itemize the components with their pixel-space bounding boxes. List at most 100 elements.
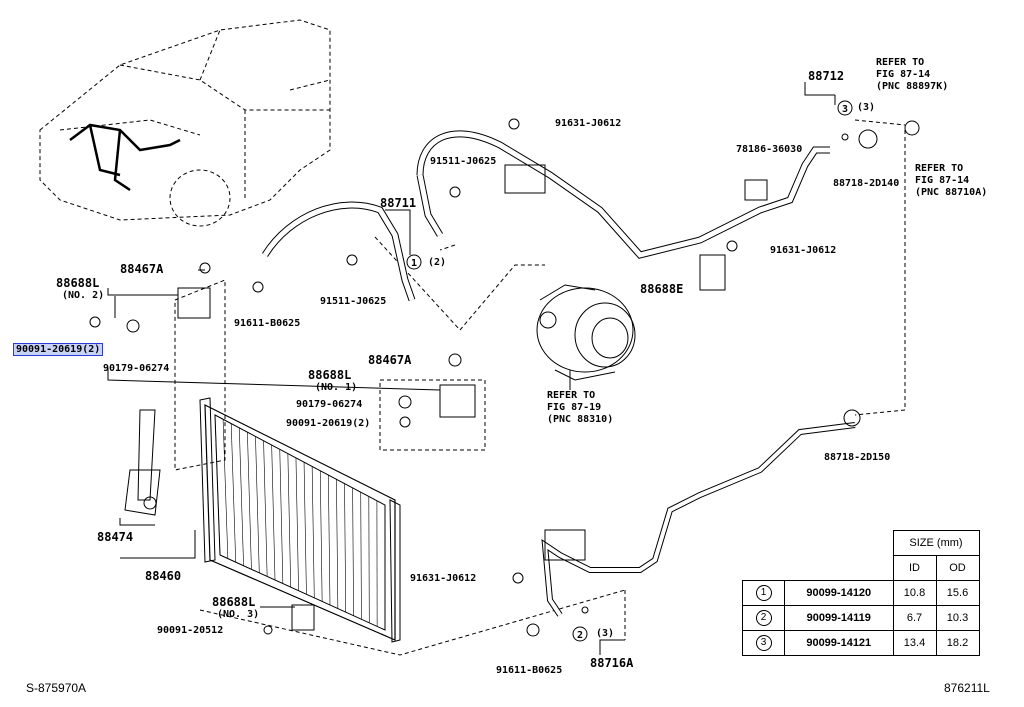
size-header: SIZE (mm) — [892, 530, 980, 556]
row-part: 90099-14120 — [784, 580, 894, 606]
footer-right-code: 876211L — [944, 681, 990, 695]
label-90091-20619-b: 90091-20619(2) — [286, 418, 371, 429]
condenser-fin — [263, 440, 268, 577]
label-refer-b2: FIG 87-14 — [915, 175, 970, 186]
label-no2: (NO. 2) — [62, 290, 105, 301]
bracket-no2 — [177, 287, 211, 319]
row-id: 6.7 — [892, 605, 937, 631]
condenser-fin — [214, 414, 221, 556]
condenser-fin — [328, 474, 331, 606]
row-od: 15.6 — [935, 580, 980, 606]
callout-2-bot — [572, 626, 588, 642]
label-90179-06274-a: 90179-06274 — [103, 363, 170, 374]
bracket-lower — [544, 529, 586, 561]
label-88688e: 88688E — [640, 282, 684, 296]
condenser-fin — [255, 436, 260, 573]
condenser-fin — [247, 432, 252, 570]
label-refer-c1: REFER TO — [547, 390, 596, 401]
label-88716a: 88716A — [590, 656, 634, 670]
bolts — [89, 118, 920, 637]
condenser-fin — [319, 470, 323, 602]
condenser-fin — [303, 462, 307, 595]
label-88712: 88712 — [808, 69, 845, 83]
bracket-upper — [504, 164, 546, 194]
svg-text:2: 2 — [577, 630, 583, 641]
callout-3-top — [837, 100, 853, 116]
label-78186-36030: 78186-36030 — [736, 144, 803, 155]
row-part: 90099-14121 — [784, 630, 894, 656]
condenser-fin — [222, 419, 229, 559]
row-id: 13.4 — [892, 630, 937, 656]
side-seal — [137, 409, 156, 501]
svg-text:1: 1 — [411, 258, 417, 269]
condenser-fin — [238, 427, 244, 566]
bracket-no1 — [439, 384, 476, 418]
row-number: 3 — [755, 635, 772, 651]
highlight-part-number[interactable]: 90091-20619(2) — [12, 343, 104, 356]
row-od: 18.2 — [935, 630, 980, 656]
svg-text:3: 3 — [842, 104, 848, 115]
condenser-fin — [279, 449, 284, 584]
label-refer-c3: (PNC 88310) — [547, 414, 614, 425]
label-88711: 88711 — [380, 196, 417, 210]
label-90091-20512: 90091-20512 — [157, 625, 224, 636]
row-number: 2 — [755, 610, 772, 626]
bracket-no3 — [291, 604, 315, 631]
label-88718-2d140: 88718-2D140 — [833, 178, 900, 189]
label-3-bot: (3) — [596, 628, 615, 639]
row-od: 10.3 — [935, 605, 980, 631]
condenser-fin — [295, 457, 299, 591]
label-88467a-lower: 88467A — [368, 353, 412, 367]
label-88688l-no3: 88688L — [212, 595, 256, 609]
label-91631-j0612-c: 91631-J0612 — [410, 573, 477, 584]
label-refer-a3: (PNC 88897K) — [876, 81, 949, 92]
label-91631-j0612-b: 91631-J0612 — [770, 245, 837, 256]
label-refer-a2: FIG 87-14 — [876, 69, 931, 80]
condenser-fin — [360, 492, 362, 620]
condenser-fin — [271, 444, 276, 581]
label-91611-b0625-b: 91611-B0625 — [496, 665, 563, 676]
row-id: 10.8 — [892, 580, 937, 606]
label-refer-a1: REFER TO — [876, 57, 925, 68]
label-no3: (NO. 3) — [217, 609, 260, 620]
label-90179-06274-b: 90179-06274 — [296, 399, 363, 410]
callout-1-mid — [406, 254, 422, 270]
label-91611-b0625-a: 91611-B0625 — [234, 318, 301, 329]
label-88474: 88474 — [97, 530, 134, 544]
label-refer-b1: REFER TO — [915, 163, 964, 174]
table-row: 2 90099-14119 6.7 10.3 — [742, 605, 980, 631]
label-3-top: (3) — [857, 102, 876, 113]
footer-left-code: S-875970A — [26, 681, 87, 695]
size-table: SIZE (mm) ID OD 1 90099-14120 10.8 15.6 … — [742, 530, 980, 656]
row-number: 1 — [755, 585, 772, 601]
label-91511-j0625-a: 91511-J0625 — [430, 156, 497, 167]
bracket-88688e — [699, 254, 726, 291]
label-no1: (NO. 1) — [315, 382, 358, 393]
col-id-header: ID — [892, 555, 937, 581]
label-90091-20619-highlighted: 90091-20619(2) — [12, 343, 104, 356]
label-2-mid: (2) — [428, 257, 447, 268]
condenser-fin — [311, 466, 315, 598]
label-refer-c2: FIG 87-19 — [547, 402, 602, 413]
table-row: 1 90099-14120 10.8 15.6 — [742, 580, 980, 606]
label-refer-b3: (PNC 88710A) — [915, 187, 988, 198]
label-88460: 88460 — [145, 569, 182, 583]
compressor — [536, 284, 636, 381]
condenser-fin — [336, 479, 339, 609]
col-od-header: OD — [935, 555, 980, 581]
condenser-fin — [344, 483, 347, 613]
clamp-78186 — [744, 179, 768, 201]
vehicle-outline — [39, 19, 331, 227]
label-91631-j0612-a: 91631-J0612 — [555, 118, 622, 129]
condenser-fin — [352, 487, 354, 616]
label-leaders — [107, 82, 836, 655]
leader-lines — [174, 119, 906, 656]
row-part: 90099-14119 — [784, 605, 894, 631]
label-88688l-no2: 88688L — [56, 276, 100, 290]
condenser-fin — [230, 423, 237, 563]
condenser-fin — [287, 453, 292, 588]
vehicle-piping — [69, 123, 181, 192]
label-88688l-no1: 88688L — [308, 368, 352, 382]
